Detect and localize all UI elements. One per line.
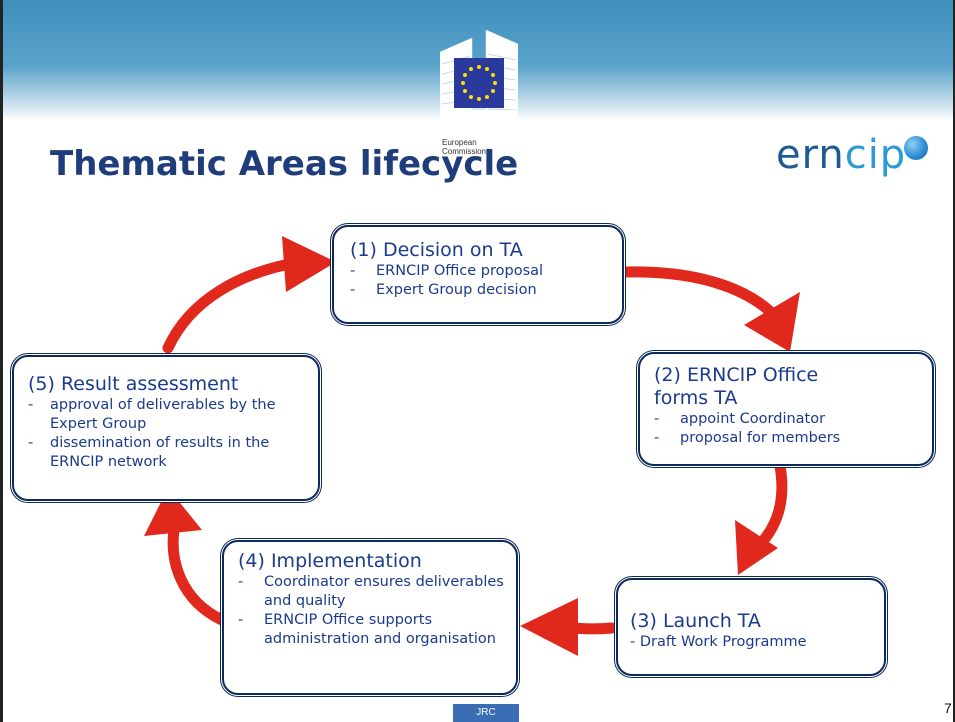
- page-number: 7: [944, 700, 952, 716]
- frame-right-border: [953, 0, 955, 722]
- arrowhead-5: [282, 236, 336, 292]
- stage-box-launch: (3) Launch TA - Draft Work Programme: [616, 578, 886, 676]
- arrowhead-4: [144, 488, 202, 536]
- arrowhead-2: [735, 520, 778, 575]
- stage-item: -approval of deliverables by the Expert …: [28, 397, 276, 432]
- stage-box-assessment: (5) Result assessment -approval of deliv…: [12, 355, 320, 501]
- eu-flag-icon: [454, 58, 504, 108]
- erncip-logo: erncip: [776, 128, 946, 198]
- stage-title: (3) Launch TA: [630, 610, 761, 632]
- arrowhead-3: [520, 598, 578, 656]
- stage-title: (2) ERNCIP Office: [654, 364, 819, 386]
- stage-title: (4) Implementation: [238, 550, 422, 572]
- stage-item-text: ERNCIP Office proposal: [376, 263, 544, 279]
- european-commission-logo: European Commission: [440, 30, 518, 156]
- jrc-label: JRC: [453, 704, 519, 722]
- stage-item-text: approval of deliverables by the Expert G…: [50, 397, 276, 432]
- stage-item-text: - Draft Work Programme: [630, 634, 807, 650]
- erncip-logo-text: erncip: [776, 132, 906, 178]
- page-title: Thematic Areas lifecycle: [50, 144, 519, 184]
- stage-item: -ERNCIP Office supports administration a…: [238, 612, 496, 647]
- stage-item-text: proposal for members: [680, 430, 841, 446]
- stage-item-text: dissemination of results in the ERNCIP n…: [50, 435, 270, 470]
- stage-item-text: Coordinator ensures deliverables and qua…: [264, 574, 504, 609]
- stage-box-forms-ta: (2) ERNCIP Office forms TA -appoint Coor…: [638, 352, 934, 466]
- stage-item: -Expert Group decision: [350, 282, 537, 298]
- arrow-5-to-1: [162, 256, 306, 354]
- erncip-logo-prefix: ern: [776, 132, 845, 178]
- stage-item-text: appoint Coordinator: [680, 411, 826, 427]
- arrow-4-to-5: [167, 524, 228, 626]
- stage-title: (1) Decision on TA: [350, 239, 523, 261]
- stage-item: -appoint Coordinator: [654, 411, 826, 427]
- frame-left-border: [0, 0, 3, 722]
- stage-item-text: ERNCIP Office supports administration an…: [264, 612, 496, 647]
- stage-title: (5) Result assessment: [28, 373, 239, 395]
- stage-box-decision: (1) Decision on TA -ERNCIP Office propos…: [332, 225, 624, 324]
- stage-title-line2: forms TA: [654, 387, 738, 409]
- erncip-dot-icon: [904, 136, 928, 160]
- stage-item: -ERNCIP Office proposal: [350, 263, 544, 279]
- stage-box-implementation: (4) Implementation -Coordinator ensures …: [222, 540, 518, 695]
- arrowhead-1: [744, 292, 800, 352]
- ec-logo-label: European Commission: [442, 138, 487, 156]
- erncip-logo-suffix: cip: [844, 132, 907, 178]
- stage-item-text: Expert Group decision: [376, 282, 537, 298]
- stage-item: -proposal for members: [654, 430, 841, 446]
- stage-item: -dissemination of results in the ERNCIP …: [28, 435, 270, 470]
- stage-item: -Coordinator ensures deliverables and qu…: [238, 574, 504, 609]
- stage-item: - Draft Work Programme: [630, 633, 884, 652]
